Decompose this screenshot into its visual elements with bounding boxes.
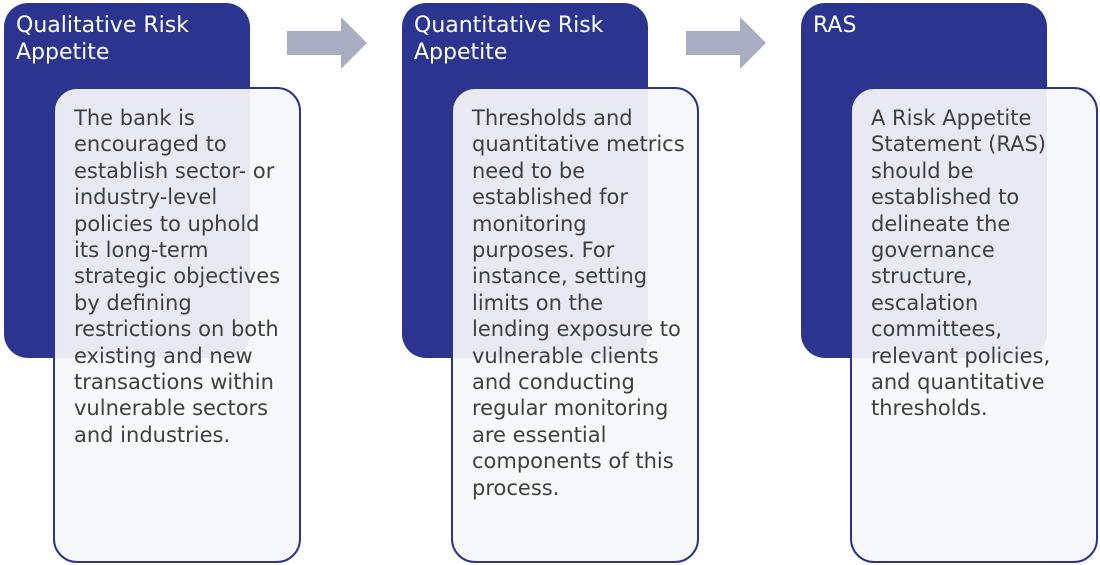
step-1-description-card: The bank is encouraged to establish sect… (53, 87, 301, 563)
step-3-description-card: A Risk Appetite Statement (RAS) should b… (850, 87, 1098, 563)
right-arrow-icon (686, 17, 766, 69)
step-2-title: Quantitative Risk Appetite (414, 13, 604, 65)
step-1-description: The bank is encouraged to establish sect… (74, 106, 281, 447)
step-3-title: RAS (813, 13, 857, 38)
right-arrow-icon (287, 17, 367, 69)
step-2-description-card: Thresholds and quantitative metrics need… (451, 87, 699, 563)
step-3-description: A Risk Appetite Statement (RAS) should b… (871, 106, 1051, 421)
step-1-title: Qualitative Risk Appetite (16, 13, 189, 65)
step-2-description: Thresholds and quantitative metrics need… (472, 106, 685, 500)
